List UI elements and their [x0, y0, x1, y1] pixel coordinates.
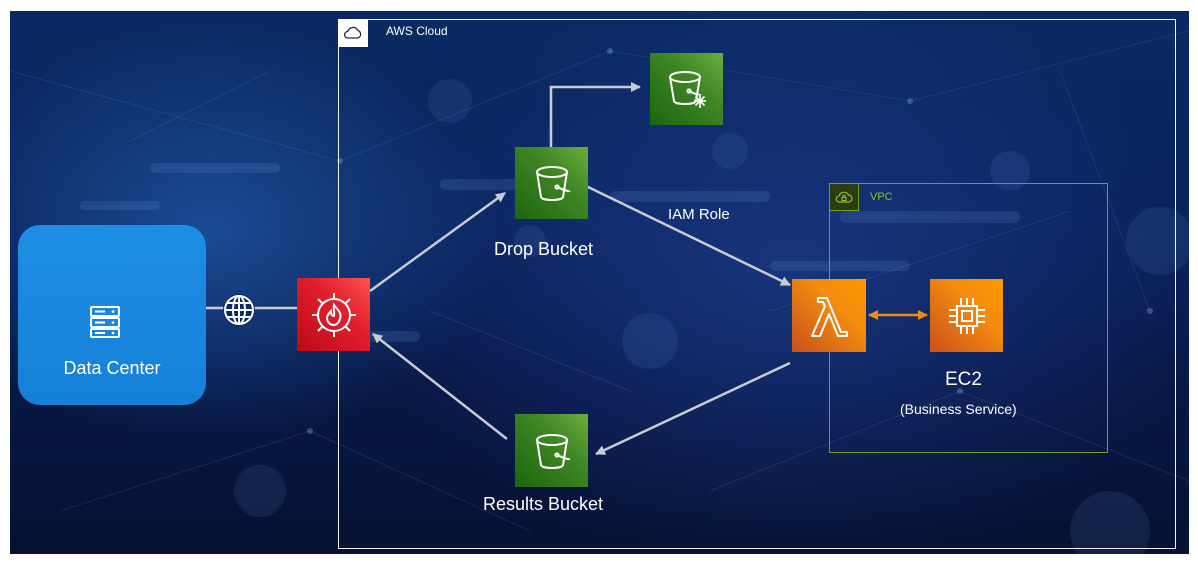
data-center-node: Data Center: [18, 225, 206, 405]
s3-bucket-icon: [535, 166, 570, 201]
glacier-node: [650, 53, 723, 125]
data-center-label: Data Center: [63, 358, 161, 378]
server-icon: [90, 306, 120, 338]
ec2-node: [930, 279, 1003, 352]
globe-icon: [223, 294, 255, 326]
arrow-drop-bucket-to-lambda: [585, 184, 791, 287]
drop-bucket-node: [515, 147, 588, 219]
network-firewall-icon: [311, 292, 356, 337]
aws-cloud-group: AWS Cloud: [338, 19, 1176, 549]
arrow-firewall-to-drop-bucket: [369, 191, 506, 293]
s3-bucket-icon: [535, 433, 570, 469]
lambda-node: [792, 279, 866, 352]
vpc-cloud-lock-icon: [830, 184, 859, 211]
s3-glacier-icon: [668, 71, 706, 108]
cloud-icon: [338, 19, 368, 47]
vpc-group: VPC: [829, 183, 1108, 453]
drop-bucket-label: Drop Bucket: [494, 239, 594, 259]
aws-cloud-label: AWS Cloud: [386, 24, 448, 38]
vpc-label: VPC: [870, 191, 893, 203]
architecture-diagram: AWS Cloud VPC Data Center: [10, 11, 1189, 554]
background-network-pattern: [10, 30, 1189, 554]
arrow-results-bucket-to-firewall: [372, 333, 508, 440]
network-firewall-node: [297, 278, 370, 351]
arrow-lambda-to-results-bucket: [595, 361, 791, 456]
results-bucket-label: Results Bucket: [483, 494, 604, 514]
iam-role-label: IAM Role: [668, 206, 730, 223]
arrow-drop-bucket-to-glacier: [549, 82, 641, 147]
lambda-icon: [811, 296, 848, 337]
ec2-label: EC2: [945, 369, 982, 390]
ec2-sublabel: (Business Service): [900, 401, 1017, 417]
results-bucket-node: [515, 414, 588, 487]
ec2-instance-icon: [948, 297, 985, 334]
connectors-layer: [120, 82, 928, 456]
